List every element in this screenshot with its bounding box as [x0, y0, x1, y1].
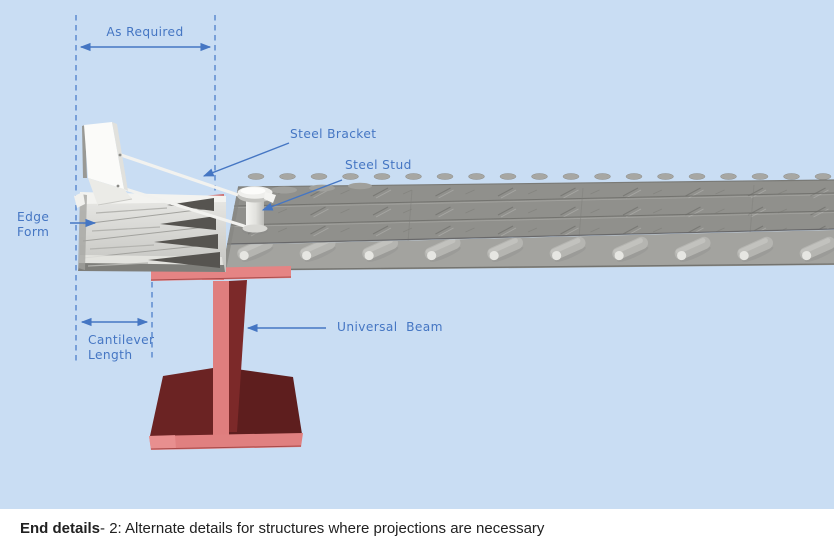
sheet-lap-line-2 [82, 225, 216, 242]
extent-lines [75, 15, 216, 362]
stud-head-highlight [240, 187, 266, 195]
label-universal-beam: Universal Beam [337, 320, 443, 334]
deck-rib-line-1 [233, 192, 834, 207]
label-cantilever-line1: Cantilever [88, 333, 155, 347]
sheet-end-tip-4 [148, 252, 220, 268]
stud-shank [246, 197, 264, 228]
construction-detail-figure: As Required Steel Bracket Steel Stud Edg… [0, 0, 834, 509]
label-edge-form-line2: Form [17, 225, 49, 239]
figure-caption: End details- 2: Alternate details for st… [0, 509, 834, 552]
beam-web-shadow [229, 280, 247, 432]
leader-arrow-steel-bracket [202, 142, 290, 177]
diagram-labels: As Required Steel Bracket Steel Stud Edg… [17, 25, 443, 362]
bracket-strap-lower [117, 185, 259, 232]
bracket-plate-side [112, 122, 128, 191]
diagram-canvas: As Required Steel Bracket Steel Stud Edg… [0, 0, 834, 509]
sheet-edge-line-1 [95, 207, 168, 214]
label-steel-bracket: Steel Bracket [290, 127, 376, 141]
beam-bottom-flange-edge [150, 445, 302, 450]
bracket-fixing-lower [116, 184, 120, 188]
beam-bottom-flange-front [149, 433, 303, 450]
deck-rib-line-2 [230, 210, 834, 226]
deck-sheet-seam-3 [749, 184, 755, 235]
deck-rib-line-1-highlight [233, 194, 834, 208]
label-as-required: As Required [106, 25, 183, 39]
bracket-fixing-upper [118, 153, 122, 157]
deck-top-emboss-3 [348, 182, 372, 190]
sheet-end-tip-2 [160, 216, 216, 230]
stud-base-washer [242, 224, 268, 233]
beam-web [213, 281, 229, 442]
beam-bottom-flange-top-right [229, 368, 302, 437]
label-edge-form-line1: Edge [17, 210, 49, 224]
caption-text: - 2: Alternate details for structures wh… [100, 520, 545, 537]
deck-left-edge-shade [222, 187, 242, 271]
sheet-end-tip-1 [167, 198, 214, 211]
dimension-arrows [70, 42, 343, 333]
leader-arrow-steel-stud [261, 179, 343, 211]
deck-front-embossments [222, 230, 834, 271]
sheet-stack [80, 193, 226, 272]
deck-top-emboss-1 [271, 186, 297, 194]
sheet-edge-line-3 [89, 244, 155, 250]
deck-rib-crests [244, 171, 834, 182]
steel-deck [221, 171, 834, 271]
bracket-straps [117, 153, 259, 232]
edge-form-board [78, 194, 87, 270]
deck-bottom-edge [221, 263, 834, 271]
deck-sheet-seam-1 [407, 189, 413, 243]
bracket-plate-flap-edge [97, 198, 133, 206]
beam-bottom-flange-top-left [150, 368, 213, 437]
label-cantilever-line2: Length [88, 348, 132, 362]
deck-rib-line-2-highlight [230, 212, 834, 227]
deck-back-edge [237, 179, 834, 188]
cantilever-sheets [74, 192, 226, 272]
sheet-edge-line-2 [91, 226, 161, 232]
bracket-strap-upper [119, 153, 246, 199]
steel-bracket-plate [82, 122, 133, 206]
beam-top-flange-edge [150, 276, 292, 281]
caption-title: End details [20, 520, 101, 537]
edge-form-cap [74, 192, 85, 208]
universal-beam [149, 266, 303, 450]
label-steel-stud: Steel Stud [345, 158, 412, 172]
bracket-plate-face [84, 122, 124, 189]
steel-stud [237, 186, 276, 235]
beam-bottom-flange-highlight [149, 435, 176, 450]
sheet-edge-line-4 [87, 262, 149, 267]
deck-sheet-seam-2 [578, 187, 584, 239]
bracket-plate-flap [88, 178, 132, 206]
sheet-end-tip-3 [154, 234, 218, 249]
deck-front-corner [226, 228, 834, 245]
bracket-plate-left-edge [82, 125, 87, 178]
stud-strap-clip [264, 192, 276, 203]
